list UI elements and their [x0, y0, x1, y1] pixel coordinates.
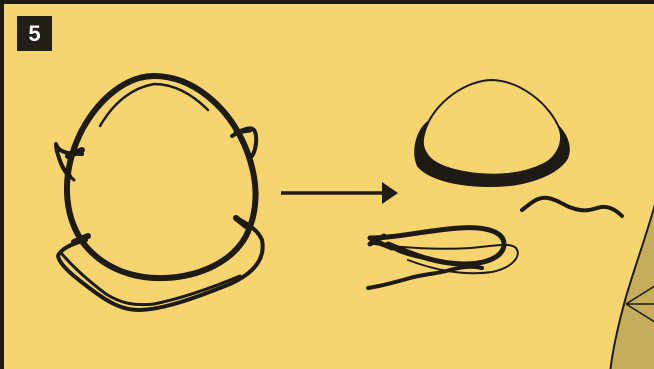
- mask-with-straps-icon: [56, 76, 263, 310]
- arrow-right-icon: [281, 182, 398, 204]
- corner-shape: [610, 194, 654, 369]
- loose-strap-icon: [522, 198, 622, 216]
- illustration: [4, 4, 654, 369]
- mask-shell-icon: [415, 80, 569, 186]
- tangled-straps-icon: [368, 228, 518, 288]
